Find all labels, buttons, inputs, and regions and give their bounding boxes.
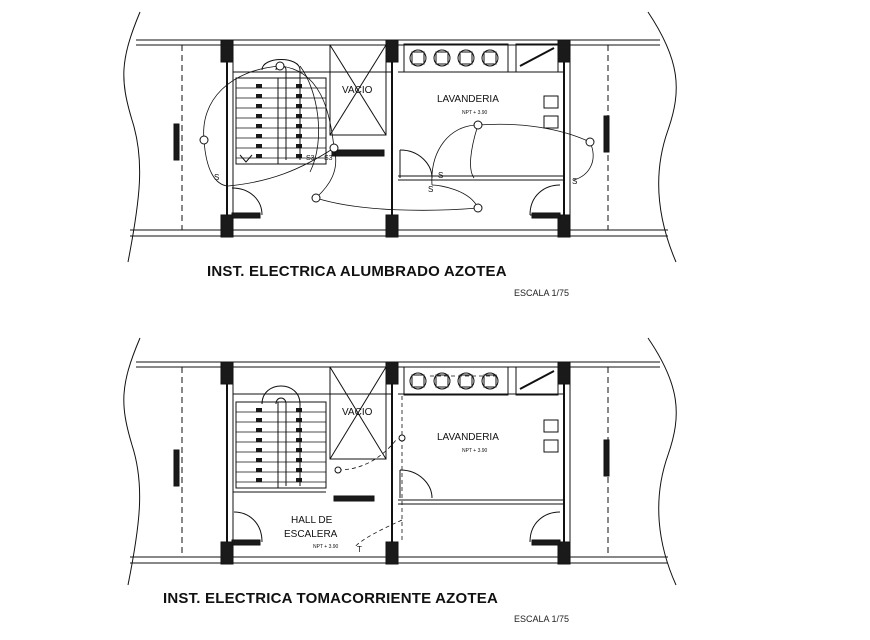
room-label-lavanderia: LAVANDERIA — [437, 432, 499, 443]
scale-note-outlets: ESCALA 1/75 — [514, 614, 570, 624]
column — [557, 39, 571, 63]
break-line-right — [647, 337, 677, 586]
level-label: NPT + 3.90 — [462, 110, 488, 116]
plan-title-outlets: INST. ELECTRICA TOMACORRIENTE AZOTEA — [163, 590, 498, 607]
scale-note-lighting: ESCALA 1/75 — [514, 288, 570, 298]
column — [385, 541, 399, 565]
column — [385, 361, 399, 385]
vacio-shaft — [329, 44, 387, 136]
level-label: NPT + 3.90 — [462, 448, 488, 454]
plan-lighting-labels: VACIO LAVANDERIA NPT + 3.90 S S S S S3 S… — [214, 85, 577, 194]
column — [220, 541, 234, 565]
break-line-left — [123, 337, 141, 586]
switch-label: S — [438, 171, 443, 180]
switch-label: S — [428, 185, 433, 194]
plan-outlets-labels: VACIO LAVANDERIA NPT + 3.90 HALL DE ESCA… — [284, 407, 499, 554]
room-label-lavanderia: LAVANDERIA — [437, 94, 499, 105]
switch-label: S — [572, 177, 577, 186]
vacio-shaft — [329, 366, 387, 460]
break-line-right — [647, 11, 677, 263]
plan-lighting — [123, 11, 677, 263]
column — [220, 39, 234, 63]
stair — [235, 401, 327, 489]
room-label-hall-2: ESCALERA — [284, 529, 338, 540]
plan-outlets — [123, 337, 677, 586]
column — [385, 39, 399, 63]
level-label: NPT + 3.90 — [313, 544, 339, 550]
column — [557, 361, 571, 385]
column — [385, 214, 399, 238]
column — [220, 361, 234, 385]
break-line-left — [123, 11, 141, 263]
switch-label: S — [214, 173, 219, 182]
room-label-hall-1: HALL DE — [291, 515, 333, 526]
room-label-vacio: VACIO — [342, 407, 373, 418]
switch3-label: S3 — [324, 155, 333, 162]
column — [220, 214, 234, 238]
plan-title-lighting: INST. ELECTRICA ALUMBRADO AZOTEA — [207, 263, 507, 280]
outlet-label: T — [357, 545, 362, 554]
room-label-vacio: VACIO — [342, 85, 373, 96]
switch3-label: S3 — [306, 155, 315, 162]
stair — [235, 77, 327, 165]
